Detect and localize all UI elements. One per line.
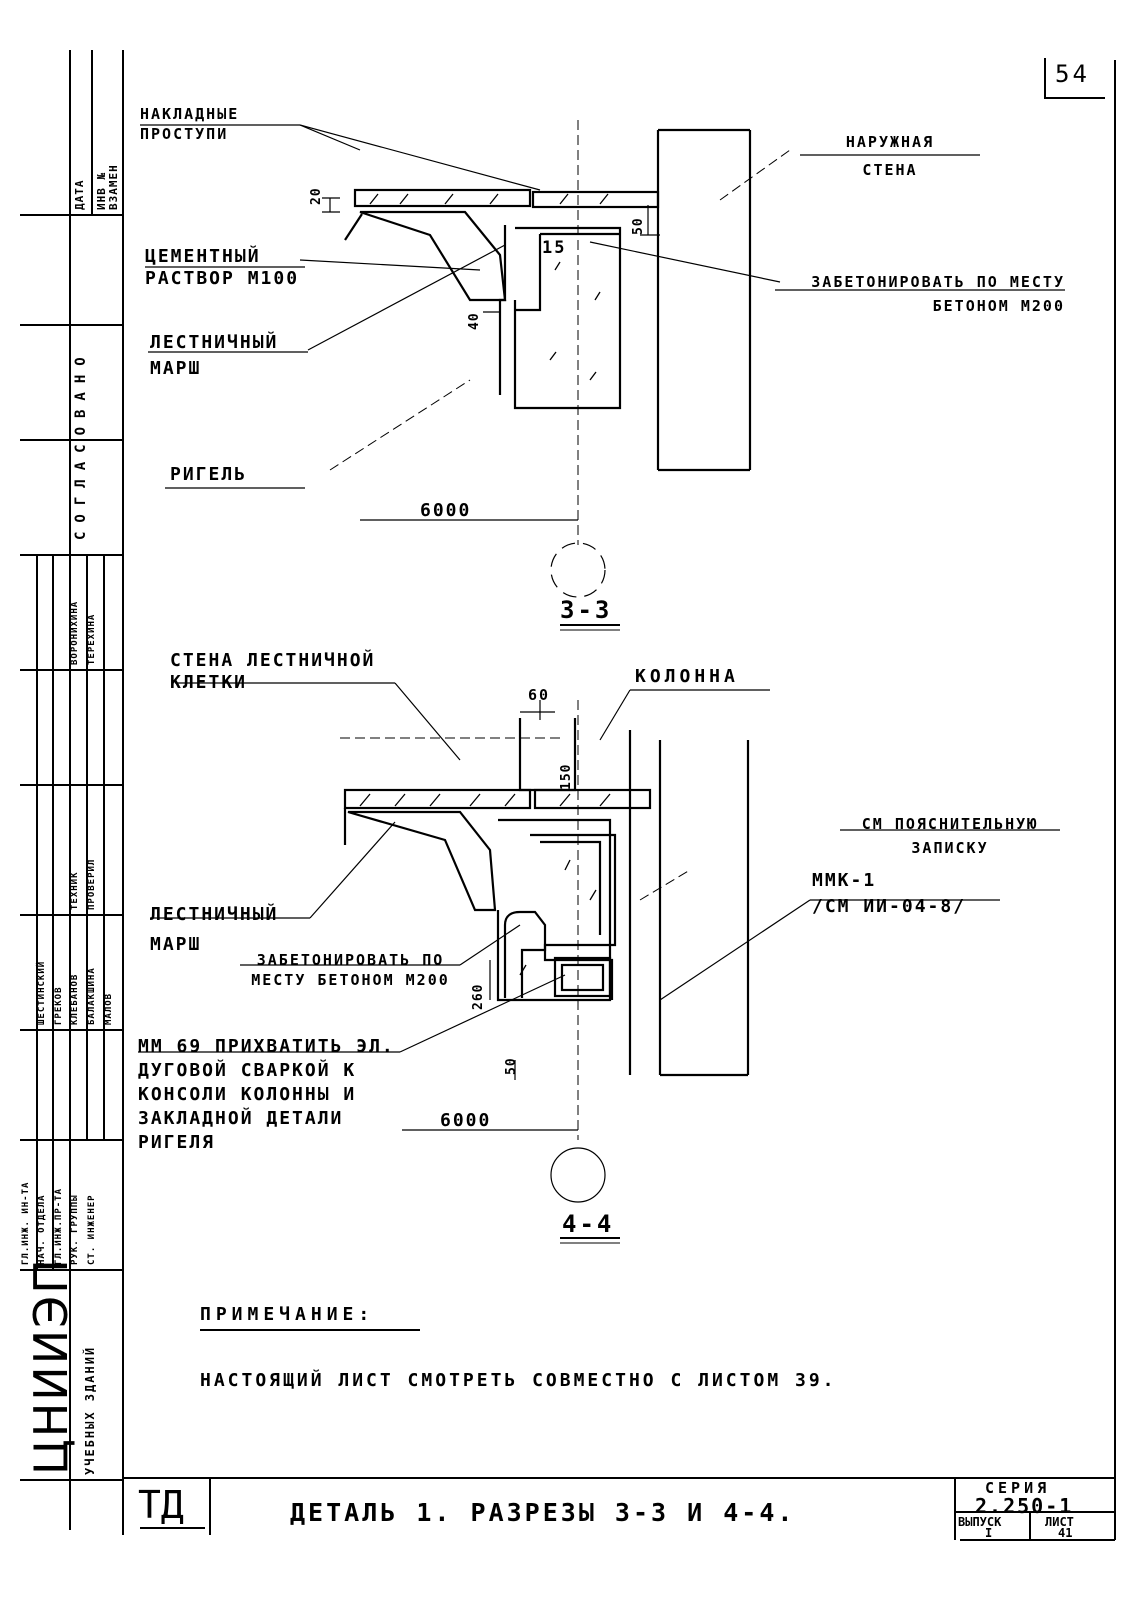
stamp-org-sub: УЧЕБНЫХ ЗДАНИЙ: [83, 1345, 97, 1475]
sheet-label: ЛИСТ: [1045, 1515, 1074, 1529]
stamp-date: ДАТА: [73, 179, 86, 211]
label-mmk-ref: /СМ ИИ-04-8/: [812, 896, 967, 917]
stamp-name-4: БАЛАКШИНА: [87, 967, 97, 1025]
issue-label: ВЫПУСК: [958, 1515, 1002, 1529]
label-see-note: СМ ПОЯСНИТЕЛЬНУЮ ЗАПИСКУ: [861, 815, 1039, 857]
label-stair-flight-44: ЛЕСТНИЧНЫЙ МАРШ: [150, 904, 279, 955]
dim-6000-44: 6000: [440, 1110, 492, 1131]
stamp-name-2: ГРЕКОВ: [54, 986, 64, 1025]
label-concrete-in-place-33: ЗАБЕТОНИРОВАТЬ ПО МЕСТУ БЕТОНОМ М200: [811, 273, 1065, 315]
stamp-name-5: МАЛОВ: [104, 992, 114, 1025]
note-text: НАСТОЯЩИЙ ЛИСТ СМОТРЕТЬ СОВМЕСТНО С ЛИСТ…: [200, 1370, 837, 1391]
label-girder: РИГЕЛЬ: [170, 464, 248, 485]
label-mmk: ММК-1: [812, 870, 877, 891]
stamp-role-5: СТ. ИНЖЕНЕР: [87, 1194, 97, 1265]
series-label: СЕРИЯ: [985, 1479, 1051, 1497]
section-title-44: 4-4: [562, 1210, 615, 1238]
dim-50-33: 50: [631, 217, 646, 235]
stamp-role-1: ГЛ.ИНЖ. ИН-ТА: [21, 1181, 31, 1265]
section-title-33: 3-3: [560, 596, 613, 624]
label-overlay-steps: НАКЛАДНЫЕ ПРОСТУПИ: [140, 105, 240, 143]
stamp-role-2: НАЧ. ОТДЕЛА: [37, 1194, 47, 1265]
stamp-org: ЦНИИЭП: [24, 1257, 78, 1475]
stamp-checked: ПРОВЕРИЛ: [87, 858, 97, 910]
stamp-name-1: ШЕСТИНСКИЙ: [37, 960, 47, 1025]
weld-note-line-5: РИГЕЛЯ: [138, 1132, 216, 1153]
stamp-agreed: СОГЛАСОВАНО: [73, 348, 89, 540]
dim-150: 150: [559, 763, 574, 790]
stamp-tech-name-1: ВОРОНИХИНА: [70, 600, 80, 665]
stamp-technik: ТЕХНИК: [70, 871, 80, 910]
note-heading: ПРИМЕЧАНИЕ:: [200, 1304, 375, 1325]
label-stair-flight-33: ЛЕСТНИЧНЫЙ МАРШ: [150, 332, 279, 379]
weld-note-line-4: ЗАКЛАДНОЙ ДЕТАЛИ: [138, 1108, 344, 1129]
dim-40: 40: [467, 312, 482, 330]
dim-6000-33: 6000: [420, 500, 472, 521]
label-stair-wall: СТЕНА ЛЕСТНИЧНОЙ КЛЕТКИ: [170, 650, 376, 693]
dim-260: 260: [471, 983, 486, 1010]
dim-60: 60: [528, 686, 551, 704]
stamp-role-4: РУК. ГРУППЫ: [70, 1194, 80, 1265]
td-mark: ТД: [138, 1483, 184, 1527]
dim-20: 20: [309, 187, 324, 205]
dim-50-44: 50: [504, 1057, 519, 1075]
label-cement-mortar: ЦЕМЕНТНЫЙ РАСТВОР М100: [145, 246, 300, 289]
weld-note-line-2: ДУГОВОЙ СВАРКОЙ К: [138, 1060, 357, 1081]
weld-note-line-3: КОНСОЛИ КОЛОННЫ И: [138, 1084, 357, 1105]
page-number: 54: [1055, 60, 1090, 88]
series-value: 2.250-1: [975, 1494, 1074, 1518]
sheet-value: 41: [1058, 1526, 1073, 1540]
stamp-replace: ВЗАМЕН: [107, 164, 120, 210]
dim-15: 15: [542, 238, 567, 258]
stamp-tech-name-2: ТЕРЕХИНА: [87, 613, 97, 665]
label-outer-wall: НАРУЖНАЯ СТЕНА: [845, 133, 935, 179]
label-concrete-in-place-44: ЗАБЕТОНИРОВАТЬ ПО МЕСТУ БЕТОНОМ М200: [251, 951, 450, 989]
stamp-name-3: КЛЕБАНОВ: [70, 973, 80, 1025]
stamp-inv: ИНВ №: [95, 171, 108, 210]
stamp-role-3: ГЛ.ИНЖ.ПР-ТА: [54, 1187, 64, 1265]
issue-value: I: [985, 1526, 993, 1540]
weld-note-line-1: ММ 69 ПРИХВАТИТЬ ЭЛ.: [138, 1036, 395, 1057]
sheet-title: ДЕТАЛЬ 1. РАЗРЕЗЫ 3-3 И 4-4.: [290, 1498, 796, 1527]
label-column: КОЛОННА: [635, 666, 739, 687]
